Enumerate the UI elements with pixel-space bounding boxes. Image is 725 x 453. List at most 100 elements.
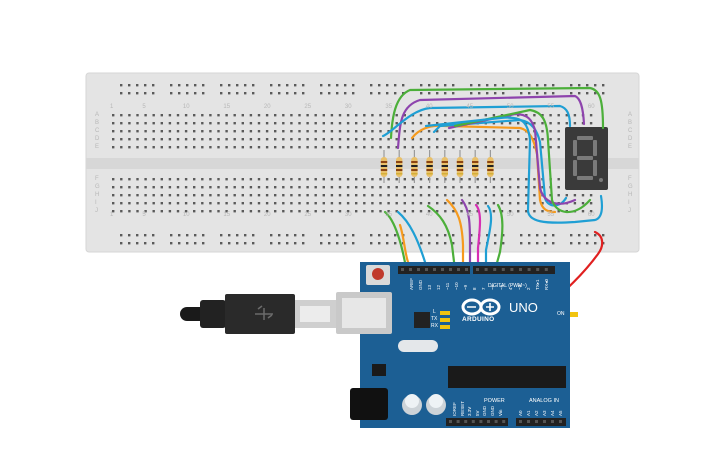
resistor-icon[interactable] [380,150,388,183]
analog-header-label: ANALOG IN [529,398,559,404]
wire-blue-top [381,104,572,138]
breadboard-col-num-30-1: 30 [344,212,352,218]
breadboard-col-num-50-1: 50 [506,212,514,218]
breadboard-col-num-5-0: 5 [142,104,146,110]
resistor-icon[interactable] [426,150,433,183]
wire-green-pin [426,204,457,272]
breadboard-row-letter-J-1: J [628,208,631,214]
power-pin-label-2: 3.3V [467,406,473,416]
analog-headers[interactable] [516,418,566,426]
breadboard-col-num-45-0: 45 [466,104,474,110]
seven-segment-display-icon [573,136,603,182]
power-header-label: POWER [484,398,505,404]
breadboard-col-num-5-1: 5 [142,212,146,218]
power-pin-label-1: RESET [459,400,465,416]
arduino-model-label: UNO [509,300,538,315]
breadboard-col-num-10-1: 10 [182,212,190,218]
tx-led-label: TX [431,316,438,322]
breadboard-col-num-35-1: 35 [385,212,393,218]
resistor-icon[interactable] [441,150,448,183]
reset-button-icon[interactable] [372,268,384,280]
breadboard-row-letter-F-1: F [628,176,632,182]
analog-pin-label-0: A0 [518,410,523,416]
breadboard-row-letter-I-0: I [95,200,97,206]
analog-pin-label-1: A1 [526,410,531,416]
resistor-icon[interactable] [456,150,464,183]
breadboard-row-letter-H-0: H [95,192,100,198]
wire-green-pin-2 [493,203,504,272]
breadboard-row-letter-C-0: C [95,128,100,134]
wire-orange-pin [445,198,465,272]
breadboard-col-num-15-0: 15 [223,104,231,110]
seven-segment-display[interactable] [565,127,608,190]
breadboard-col-num-55-1: 55 [547,212,555,218]
power-pin-label-0: IOREF [452,402,457,416]
breadboard-col-num-45-1: 45 [466,212,474,218]
digital-pin-label-12: ~3 [517,284,522,290]
breadboard-row-letter-B-1: B [628,120,633,126]
breadboard-col-num-25-1: 25 [304,212,312,218]
digital-headers[interactable] [398,266,555,274]
digital-pin-label-0: AREF [409,277,414,290]
breadboard-col-num-40-1: 40 [425,212,433,218]
wire-blue-long [424,116,603,224]
resistor-icon[interactable] [396,150,403,183]
l-led-label: L [433,309,436,315]
rx-led-label: RX [431,323,438,329]
breadboard-row-letter-A-1: A [628,112,633,118]
digital-pin-label-10: ~5 [499,284,504,290]
breadboard-row-letter-D-0: D [95,136,100,142]
power-pin-label-5: GND [490,406,495,416]
on-led-label: ON [557,311,565,317]
power-headers[interactable] [446,418,508,426]
wire-magenta-pin [474,203,482,272]
digital-pin-label-4: ~11 [445,282,450,290]
resistor-icon[interactable] [487,150,494,183]
breadboard-row-letter-F-0: F [95,176,99,182]
arduino-board[interactable] [336,262,578,428]
breadboard-row-letter-E-1: E [628,144,633,150]
digital-pin-label-13: 2 [526,287,531,290]
breadboard-col-num-30-0: 30 [344,104,352,110]
breadboard-row-letter-C-1: C [628,128,633,134]
analog-pin-label-4: A4 [550,410,555,416]
breadboard-rails [120,84,605,245]
breadboard-col-num-60-0: 60 [587,104,595,110]
digital-pin-label-2: 13 [427,284,432,290]
digital-pin-label-8: 7 [481,287,486,290]
wire-purple-mid [447,112,577,205]
digital-pin-label-7: 8 [472,287,477,290]
breadboard-row-letter-E-0: E [95,144,100,150]
breadboard-col-num-15-1: 15 [223,212,231,218]
digital-pin-label-11: 4 [508,287,513,290]
breadboard-row-letter-G-0: G [95,184,100,190]
wire-purple-top [396,94,586,150]
breadboard-col-num-25-0: 25 [304,104,312,110]
breadboard-row-letter-B-0: B [95,120,100,126]
resistors[interactable] [380,150,494,183]
resistor-icon[interactable] [472,150,479,183]
digital-pin-label-15: RX◂0 [544,278,549,290]
wire-blue-pin [484,204,493,272]
wire-purple-pin [460,198,472,272]
breadboard-col-num-20-1: 20 [263,212,271,218]
analog-pin-label-2: A2 [534,410,539,416]
resistor-icon[interactable] [411,150,418,183]
breadboard-row-letter-A-0: A [95,112,100,118]
usb-cable-icon [180,294,337,334]
breadboard-row-letter-D-1: D [628,136,633,142]
digital-pin-label-1: GND [418,280,423,290]
wires[interactable] [381,86,605,428]
digital-pin-label-9: ~6 [490,284,495,290]
digital-header-label: DIGITAL (PWM~) [488,283,527,289]
digital-pin-label-6: ~9 [463,284,468,290]
breadboard-col-num-20-0: 20 [263,104,271,110]
breadboard-col-num-1-1: 1 [110,212,114,218]
usb-cable[interactable] [180,294,337,334]
breadboard[interactable] [85,72,640,253]
power-pin-label-3: 5V [474,410,480,416]
breadboard-col-num-40-0: 40 [425,104,433,110]
analog-pin-label-5: A5 [558,410,563,416]
breadboard-col-num-50-0: 50 [506,104,514,110]
